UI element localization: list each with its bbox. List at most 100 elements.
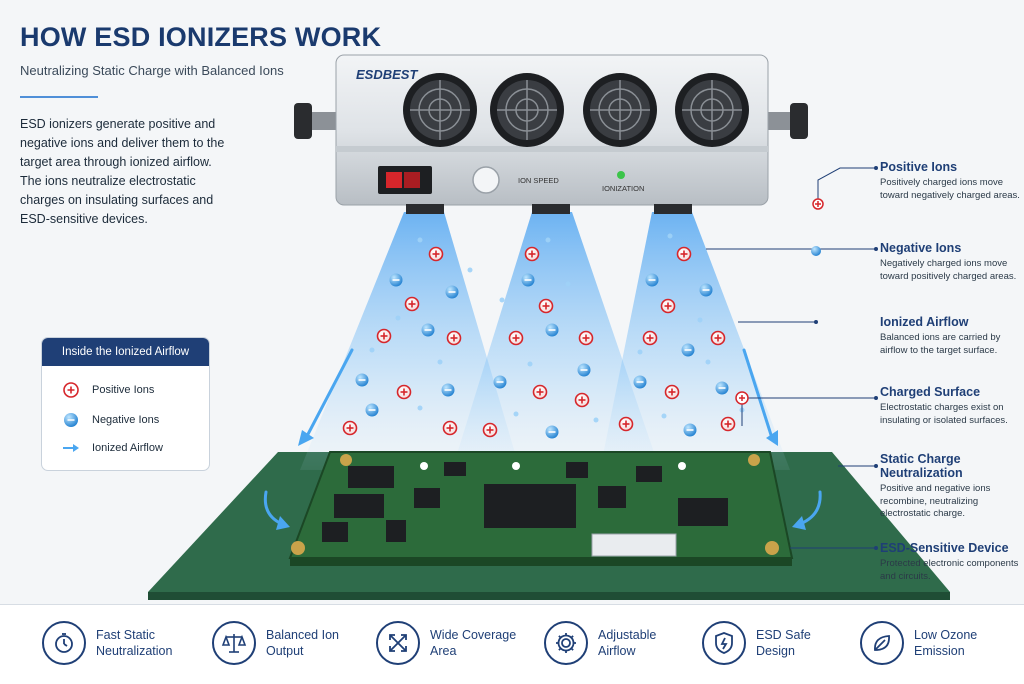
callout-charged-surface-sample — [735, 391, 749, 405]
chip — [334, 494, 384, 518]
callout-text: Electrostatic charges exist on insulatin… — [880, 402, 1008, 426]
discharge-spark — [420, 462, 428, 470]
air-particle — [513, 411, 519, 417]
ionization-label: IONIZATION — [602, 184, 644, 193]
callout-esd-sensitive-device: ESD-Sensitive Device Protected electroni… — [880, 541, 1020, 583]
feature-label: ESD Safe Design — [756, 628, 811, 658]
feature-low-ozone-emission: Low Ozone Emission — [860, 618, 1006, 668]
negative-ion — [683, 423, 697, 437]
positive-ion — [396, 384, 412, 400]
ion-speed-label: ION SPEED — [518, 176, 559, 185]
positive-ion — [660, 298, 676, 314]
fan — [675, 73, 749, 147]
mounting-hole — [748, 454, 760, 466]
callout-positive-ion-sample — [812, 198, 824, 210]
emitter-nozzle — [406, 204, 444, 214]
air-particle — [565, 281, 571, 287]
fan — [403, 73, 477, 147]
feature-balanced-ion-output: Balanced Ion Output — [212, 618, 358, 668]
legend-item-label: Positive Ions — [92, 384, 155, 396]
ion-speed-knob[interactable] — [472, 166, 500, 194]
chip — [444, 462, 466, 476]
airflow-arrow-icon — [62, 439, 80, 457]
air-particle — [527, 361, 533, 367]
callout-dot — [874, 396, 878, 400]
callout-dot — [874, 546, 878, 550]
chip — [348, 466, 394, 488]
positive-ion — [446, 330, 462, 346]
negative-ion — [389, 273, 403, 287]
callout-negative-ions: Negative Ions Negatively charged ions mo… — [880, 241, 1020, 283]
air-particle — [667, 233, 673, 239]
positive-ion — [442, 420, 458, 436]
mounting-hole — [765, 541, 779, 555]
chip — [386, 520, 406, 542]
ion-beam — [300, 212, 520, 470]
callout-text: Positively charged ions move toward nega… — [880, 177, 1020, 201]
legend-item-negative-ions: Negative Ions — [62, 410, 159, 430]
leaf-icon — [860, 621, 904, 665]
negative-ion — [421, 323, 435, 337]
feature-esd-safe-design: ESD Safe Design — [702, 618, 848, 668]
positive-ion — [720, 416, 736, 432]
positive-ion — [508, 330, 524, 346]
legend-item-positive-ions: Positive Ions — [62, 380, 154, 400]
scale-icon — [212, 621, 256, 665]
positive-ion-icon — [62, 381, 80, 399]
legend-item-ionized-airflow: Ionized Airflow — [62, 438, 163, 458]
mounting-knob — [294, 103, 338, 139]
legend-item-label: Ionized Airflow — [92, 442, 163, 454]
feature-label: Low Ozone Emission — [914, 628, 978, 658]
negative-ion — [355, 373, 369, 387]
callout-title: Negative Ions — [880, 241, 962, 255]
mounting-hole — [291, 541, 305, 555]
negative-ion — [645, 273, 659, 287]
callout-negative-ion-sample — [811, 246, 821, 256]
positive-ion — [664, 384, 680, 400]
positive-ion — [524, 246, 540, 262]
negative-ion — [699, 283, 713, 297]
page-subtitle: Neutralizing Static Charge with Balanced… — [20, 63, 284, 78]
intro-paragraph: The ions neutralize electrostatic charge… — [20, 174, 214, 226]
callout-static-charge-neutralization: Static Charge Neutralization Positive an… — [880, 452, 1020, 521]
callout-positive-ions: Positive Ions Positively charged ions mo… — [880, 160, 1020, 202]
air-particle — [661, 413, 667, 419]
chip — [322, 522, 348, 542]
negative-ion — [441, 383, 455, 397]
air-particle — [545, 237, 551, 243]
negative-ion-icon — [62, 411, 80, 429]
legend-box: Inside the Ionized Airflow Positive Ions… — [41, 337, 210, 471]
ion-particles — [342, 233, 745, 439]
fan — [490, 73, 564, 147]
legend-item-label: Negative Ions — [92, 414, 160, 426]
negative-ion — [577, 363, 591, 377]
negative-ion — [681, 343, 695, 357]
title-divider — [20, 96, 98, 98]
air-particle — [417, 405, 423, 411]
feature-wide-coverage-area: Wide Coverage Area — [376, 618, 522, 668]
air-particle — [395, 315, 401, 321]
shield-icon — [702, 621, 746, 665]
callout-dot — [874, 247, 878, 251]
mounting-knob — [764, 103, 808, 139]
negative-ion — [521, 273, 535, 287]
airflow-arrowhead — [792, 516, 806, 530]
positive-ion — [404, 296, 420, 312]
feature-fast-static-neutralization: Fast Static Neutralization — [42, 618, 188, 668]
positive-ion — [642, 330, 658, 346]
power-switch[interactable] — [378, 166, 432, 194]
callout-text: Protected electronic components and circ… — [880, 558, 1019, 582]
negative-ion — [545, 323, 559, 337]
positive-ion — [342, 420, 358, 436]
negative-ion — [445, 285, 459, 299]
air-particle — [369, 347, 375, 353]
cpu-chip — [484, 484, 576, 528]
feature-label: Wide Coverage Area — [430, 628, 517, 658]
callout-leader — [817, 167, 876, 200]
pcb-board — [288, 451, 794, 566]
emitter-nozzle — [654, 204, 692, 214]
gear-icon — [544, 621, 588, 665]
negative-ion — [545, 425, 559, 439]
discharge-spark — [512, 462, 520, 470]
air-particle — [467, 267, 473, 273]
